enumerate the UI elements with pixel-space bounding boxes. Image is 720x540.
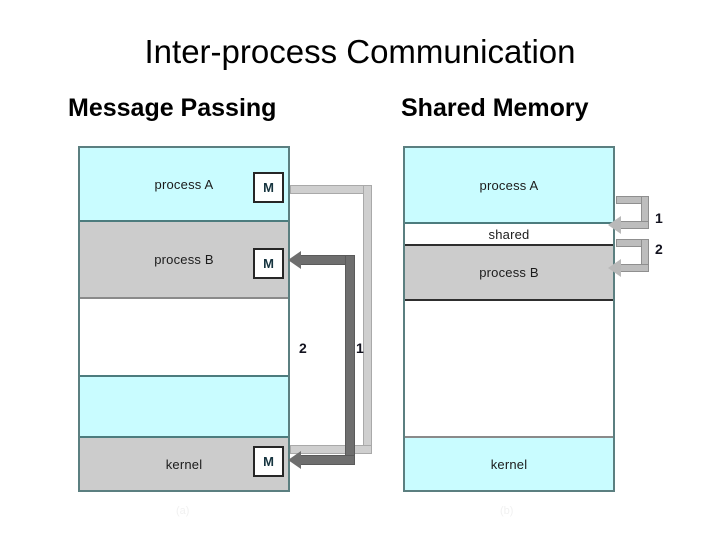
- step-label-2-message-passing: 2: [299, 340, 307, 356]
- diagram-shared-memory: process A shared process B kernel: [403, 146, 615, 492]
- mailbox-kernel[interactable]: M: [253, 446, 284, 477]
- step-1-pipe-top-message-passing: [290, 185, 372, 194]
- band-kernel: kernel: [405, 436, 613, 490]
- band-label: kernel: [165, 456, 203, 472]
- band-label: process A: [154, 176, 214, 192]
- step-2-pipe-bottom-message-passing: [300, 455, 355, 465]
- band-label: process B: [154, 252, 214, 267]
- memory-frame-message-passing: process A process B kernel: [78, 146, 290, 492]
- step-2-pipe-right-message-passing: [345, 255, 355, 465]
- band-process-b: process B: [405, 244, 613, 299]
- step-label-2-shared-memory: 2: [655, 241, 663, 257]
- arrowhead-to-process-b: [288, 251, 301, 269]
- step-label-1-message-passing: 1: [356, 340, 364, 356]
- arrowhead-step-1-shared-memory: [608, 216, 621, 234]
- band-empty: [405, 299, 613, 436]
- band-label: process A: [479, 177, 539, 193]
- band-label: shared: [488, 226, 530, 242]
- mailbox-label: M: [263, 454, 274, 469]
- band-label: kernel: [490, 456, 528, 472]
- arrowhead-step-2-shared-memory: [608, 259, 621, 277]
- section-heading-message-passing: Message Passing: [68, 94, 277, 122]
- page-title: Inter-process Communication: [144, 33, 576, 70]
- section-heading-shared-memory: Shared Memory: [401, 94, 589, 122]
- band-label: process B: [479, 265, 539, 280]
- step-1-pipe-right-message-passing: [363, 185, 372, 454]
- band-process-a: process A: [405, 148, 613, 222]
- mailbox-process-a[interactable]: M: [253, 172, 284, 203]
- band-shared: shared: [405, 222, 613, 244]
- step-1-hook-bottom-shared-memory: [619, 221, 649, 229]
- band-empty-upper: [80, 297, 288, 375]
- mailbox-process-b[interactable]: M: [253, 248, 284, 279]
- arrowhead-to-kernel: [288, 451, 301, 469]
- diagram-message-passing: process A process B kernel M M M: [78, 146, 290, 492]
- figure-caption-shared-memory: (b): [500, 505, 514, 517]
- step-1-pipe-bottom-message-passing: [290, 445, 372, 454]
- step-label-1-shared-memory: 1: [655, 210, 663, 226]
- memory-frame-shared-memory: process A shared process B kernel: [403, 146, 615, 492]
- figure-caption-message-passing: (a): [176, 505, 190, 517]
- band-empty-cyan: [80, 375, 288, 436]
- mailbox-label: M: [263, 180, 274, 195]
- step-2-hook-bottom-shared-memory: [619, 264, 649, 272]
- mailbox-label: M: [263, 256, 274, 271]
